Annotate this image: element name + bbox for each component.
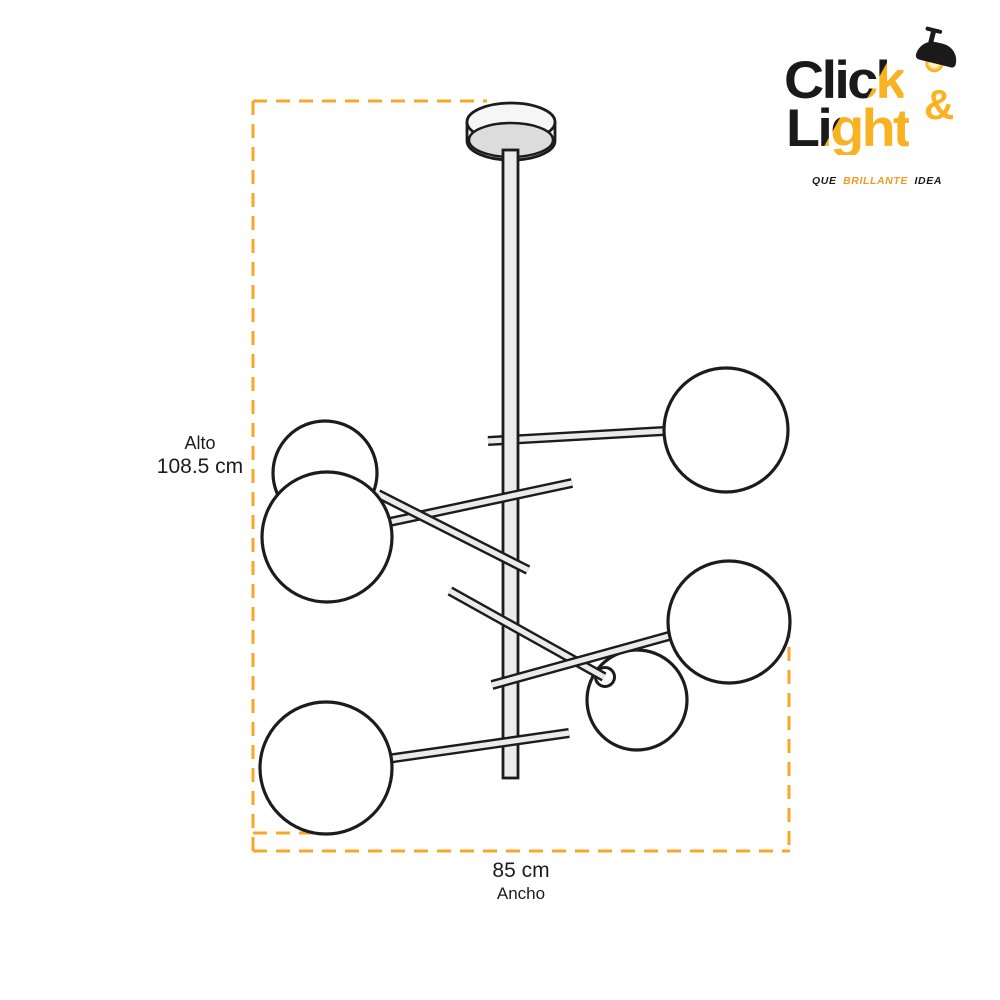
logo-ampersand: &	[924, 81, 955, 128]
tagline-word-que: QUE	[812, 175, 837, 187]
height-dimension-label: Alto 108.5 cm	[110, 433, 290, 479]
logo-word-light: Light	[786, 99, 911, 158]
arm-middle-down-right	[375, 489, 531, 575]
height-label-text: Alto	[184, 433, 216, 453]
logo-word-click: Click	[784, 51, 907, 110]
height-value-text: 108.5 cm	[156, 455, 244, 478]
width-dimension-label: 85 cm Ancho	[431, 859, 611, 904]
tagline-word-brillante: BRILLANTE	[843, 175, 908, 187]
tagline-word-idea: IDEA	[914, 175, 943, 187]
arm-bottom-left	[386, 728, 570, 764]
width-label-text: Ancho	[496, 884, 546, 903]
pendant-lamp-icon	[910, 25, 966, 88]
globe-lower-center-small	[585, 648, 689, 752]
brand-logo: Click & Light QUE BRILLANTE IDEA	[778, 25, 968, 198]
lamp-shade-dome	[914, 38, 960, 69]
globe-bottom-left	[258, 700, 394, 836]
globe-top-right	[662, 366, 790, 494]
globe-lower-right	[666, 559, 792, 685]
width-value-text: 85 cm	[492, 859, 550, 882]
arm-lower-right	[490, 631, 671, 690]
globe-upper-left-front	[260, 470, 394, 604]
brand-tagline: QUE BRILLANTE IDEA	[812, 175, 942, 187]
